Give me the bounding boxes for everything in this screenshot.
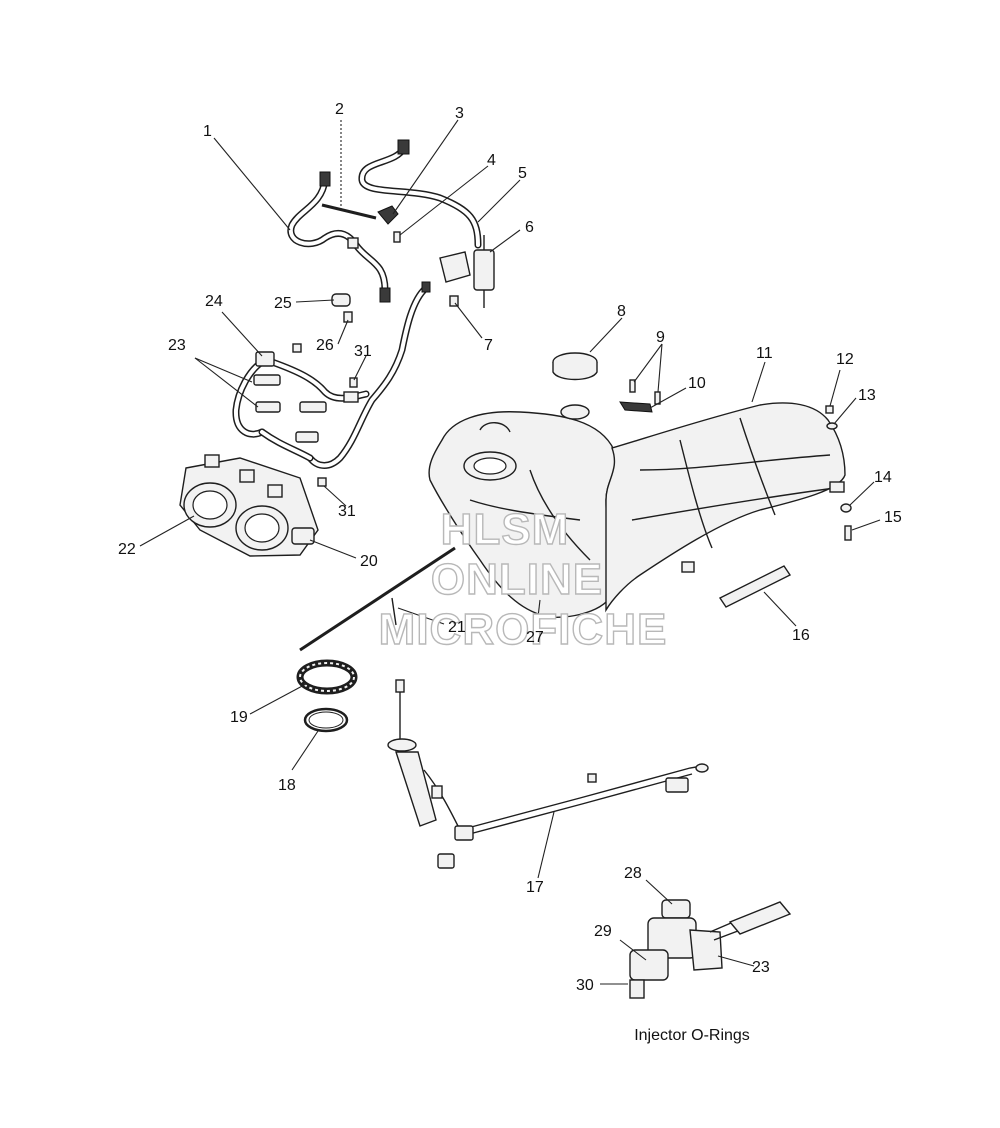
clamp-25 xyxy=(331,293,351,307)
callout-21: 21 xyxy=(448,619,466,636)
callout-30: 30 xyxy=(576,977,594,994)
bolt-15 xyxy=(844,525,852,541)
screw-31 xyxy=(317,377,358,487)
callout-19: 19 xyxy=(230,709,248,726)
callout-14: 14 xyxy=(874,469,892,486)
callout-2: 2 xyxy=(335,101,344,118)
callout-28: 28 xyxy=(624,865,642,882)
hose-5 xyxy=(358,139,482,249)
seal-ring-18 xyxy=(303,707,349,733)
callout-23-inset: 23 xyxy=(752,959,770,976)
washer-14 xyxy=(840,503,852,513)
callout-numbers: 1 2 3 4 5 6 7 8 9 10 11 12 13 14 15 16 1… xyxy=(118,101,902,994)
injector-inset xyxy=(629,899,792,999)
inset-caption: Injector O-Rings xyxy=(634,1027,750,1044)
callout-29: 29 xyxy=(594,923,612,940)
rod-2 xyxy=(321,203,377,220)
callout-26: 26 xyxy=(316,337,334,354)
callout-16: 16 xyxy=(792,627,810,644)
callout-13: 13 xyxy=(858,387,876,404)
fuel-rail-assembly xyxy=(232,281,431,469)
callout-9: 9 xyxy=(656,329,665,346)
watermark-line-1: HLSM xyxy=(441,505,570,554)
lock-ring-19 xyxy=(296,659,358,695)
watermark-line-2: ONLINE xyxy=(431,555,603,604)
rod-21 xyxy=(299,546,456,652)
callout-24: 24 xyxy=(205,293,223,310)
watermark-line-3: MICROFICHE xyxy=(379,605,668,654)
seat-pad-11 xyxy=(605,402,846,613)
throttle-body-22 xyxy=(179,454,319,557)
fuel-cap-8 xyxy=(552,352,598,381)
screw-26 xyxy=(292,311,353,353)
callout-22: 22 xyxy=(118,541,136,558)
leader-lines xyxy=(139,119,881,985)
bolt-7 xyxy=(449,295,459,307)
screw-4 xyxy=(393,231,401,243)
callout-31b: 31 xyxy=(338,503,356,520)
callout-25: 25 xyxy=(274,295,292,312)
callout-12: 12 xyxy=(836,351,854,368)
bracket-10 xyxy=(619,401,653,413)
callout-11: 11 xyxy=(756,345,773,362)
callout-1: 1 xyxy=(203,123,212,140)
callout-7: 7 xyxy=(484,337,493,354)
pins-9 xyxy=(629,379,661,405)
fuel-pump-17 xyxy=(387,679,709,869)
callout-15: 15 xyxy=(884,509,902,526)
fuel-filter-6 xyxy=(439,235,495,308)
washer-13 xyxy=(826,422,838,430)
callout-5: 5 xyxy=(518,165,527,182)
sensor-20 xyxy=(291,527,315,545)
callout-23: 23 xyxy=(168,337,186,354)
callout-17: 17 xyxy=(526,879,544,896)
clip-3 xyxy=(377,205,399,225)
callout-27: 27 xyxy=(526,629,544,646)
strip-16 xyxy=(718,565,792,608)
callout-6: 6 xyxy=(525,219,534,236)
callout-31a: 31 xyxy=(354,343,372,360)
callout-3: 3 xyxy=(455,105,464,122)
callout-20: 20 xyxy=(360,553,378,570)
vent-hose-1 xyxy=(287,171,391,303)
callout-10: 10 xyxy=(688,375,706,392)
callout-4: 4 xyxy=(487,152,496,169)
callout-18: 18 xyxy=(278,777,296,794)
nut-12 xyxy=(825,405,834,414)
callout-8: 8 xyxy=(617,303,626,320)
watermark: HLSM ONLINE MICROFICHE xyxy=(378,504,668,654)
